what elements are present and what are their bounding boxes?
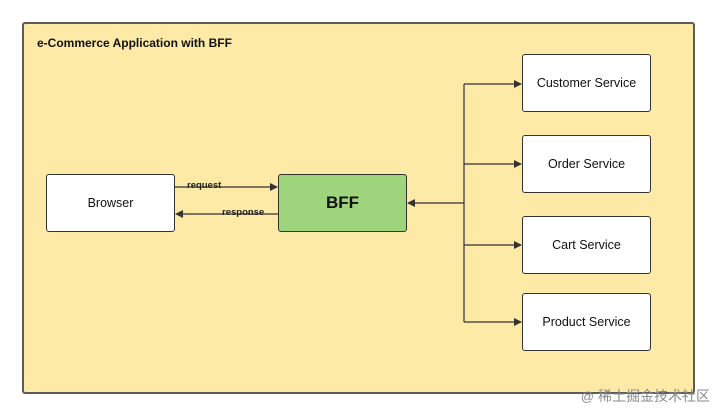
at-symbol: @ [580, 388, 594, 404]
request-label: request [187, 180, 222, 191]
watermark-text: 稀土掘金技术社区 [598, 388, 710, 404]
browser-node: Browser [46, 174, 175, 232]
bff-node: BFF [278, 174, 407, 232]
diagram-title: e-Commerce Application with BFF [37, 36, 232, 50]
customer-service-node: Customer Service [522, 54, 651, 112]
response-label: response [222, 207, 265, 218]
order-service-node: Order Service [522, 135, 651, 193]
cart-service-node: Cart Service [522, 216, 651, 274]
product-service-node: Product Service [522, 293, 651, 351]
watermark: @ 稀土掘金技术社区 [581, 386, 710, 406]
